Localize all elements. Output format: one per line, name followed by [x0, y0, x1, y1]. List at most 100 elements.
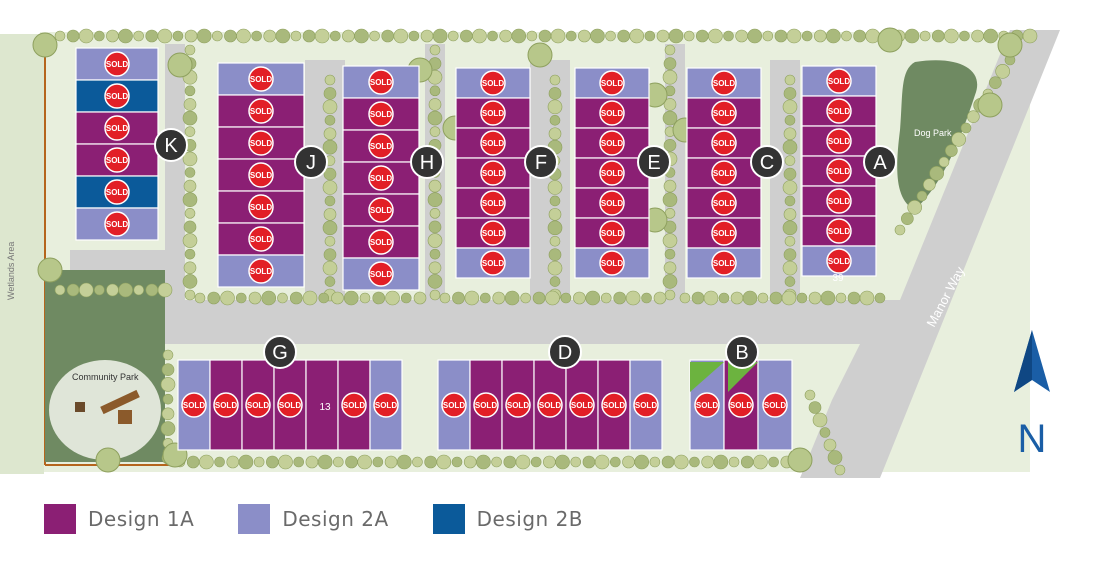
sold-marker: [248, 258, 274, 284]
tree-icon: [801, 30, 813, 42]
tree-icon: [644, 30, 656, 42]
tree-icon: [782, 260, 798, 276]
lot-number-39: 39: [832, 273, 844, 284]
tree-icon: [826, 28, 841, 44]
building-tag[interactable]: [294, 145, 328, 179]
building-tag[interactable]: [410, 145, 444, 179]
sold-label: SOLD: [370, 142, 392, 151]
tree-icon: [428, 179, 442, 193]
tree-icon: [959, 30, 970, 42]
building-tag[interactable]: [154, 128, 188, 162]
tree-icon: [747, 28, 763, 44]
tree-icon: [549, 235, 561, 247]
sold-label: SOLD: [828, 167, 850, 176]
sold-marker: [480, 130, 506, 156]
tree-icon: [428, 98, 442, 111]
sold-label: SOLD: [601, 109, 623, 118]
sold-marker: [373, 392, 399, 418]
tree-icon: [396, 454, 412, 470]
sold-label: SOLD: [713, 139, 735, 148]
tree-icon: [447, 30, 459, 42]
building-tag-label: C: [760, 152, 774, 174]
tree-icon: [605, 30, 616, 42]
tree-icon: [161, 363, 175, 377]
lot-unit[interactable]: [305, 359, 339, 451]
sold-marker: [633, 392, 659, 418]
tree-icon: [703, 290, 719, 306]
tree-icon: [428, 261, 442, 275]
sold-label: SOLD: [183, 401, 205, 410]
tree-icon: [424, 455, 437, 469]
lot-unit[interactable]: [629, 359, 663, 451]
building-tag[interactable]: [637, 145, 671, 179]
tree-icon: [157, 282, 173, 298]
tree-icon: [573, 291, 586, 305]
tree-icon: [318, 292, 330, 304]
tree-icon: [804, 389, 816, 401]
tree-icon: [429, 208, 441, 219]
tree-icon: [302, 290, 318, 306]
tree-icon: [663, 179, 677, 193]
sold-marker: [694, 392, 720, 418]
tree-icon: [357, 454, 372, 470]
tree-icon: [324, 195, 336, 207]
tree-icon: [317, 454, 333, 470]
building-tag[interactable]: [524, 145, 558, 179]
tree-icon: [730, 291, 744, 305]
tree-icon: [329, 30, 341, 42]
sold-marker: [537, 392, 563, 418]
sold-label: SOLD: [106, 156, 128, 165]
tree-icon: [515, 454, 531, 470]
tree-icon: [511, 28, 527, 44]
tree-icon: [427, 233, 443, 248]
tree-icon: [226, 455, 240, 469]
tree-icon: [548, 127, 562, 141]
tree-icon: [782, 180, 798, 195]
building-tag-label: A: [873, 152, 887, 174]
sold-label: SOLD: [443, 401, 465, 410]
building-tag[interactable]: [863, 145, 897, 179]
tree-icon: [162, 349, 174, 361]
tree-icon: [683, 30, 695, 42]
sold-marker: [473, 392, 499, 418]
tree-icon: [118, 282, 133, 298]
tree-icon: [302, 29, 316, 43]
building-tag-label: E: [647, 152, 660, 174]
tree-icon: [853, 29, 866, 43]
building-tag[interactable]: [548, 335, 582, 369]
tree-icon: [451, 456, 463, 468]
tree-icon: [157, 28, 173, 44]
tree-icon: [214, 456, 225, 468]
building-tag[interactable]: [750, 145, 784, 179]
sold-marker: [711, 160, 737, 186]
building-tag[interactable]: [263, 335, 297, 369]
tree-icon: [834, 464, 846, 476]
tree-icon: [238, 454, 254, 470]
tree-icon: [106, 29, 119, 43]
tree-icon: [907, 200, 922, 215]
tree-icon: [429, 126, 441, 137]
tree-icon: [248, 291, 262, 305]
tree-icon: [782, 99, 798, 115]
tree-icon: [548, 208, 562, 221]
tree-icon: [323, 87, 337, 100]
building-tag[interactable]: [725, 335, 759, 369]
tree-icon: [183, 220, 197, 234]
tree-icon: [629, 28, 645, 44]
tree-icon: [487, 30, 498, 42]
tree-icon: [429, 289, 441, 301]
tree-icon: [324, 115, 336, 126]
sold-marker: [213, 392, 239, 418]
sold-label: SOLD: [828, 197, 850, 206]
tree-icon: [322, 260, 338, 276]
tree-icon: [342, 29, 355, 43]
tree-icon: [808, 291, 822, 305]
tree-icon: [275, 28, 291, 44]
tree-icon: [460, 29, 473, 43]
sold-marker: [599, 100, 625, 126]
tree-icon: [439, 292, 451, 304]
tree-icon: [769, 291, 783, 305]
tree-icon: [995, 64, 1010, 79]
